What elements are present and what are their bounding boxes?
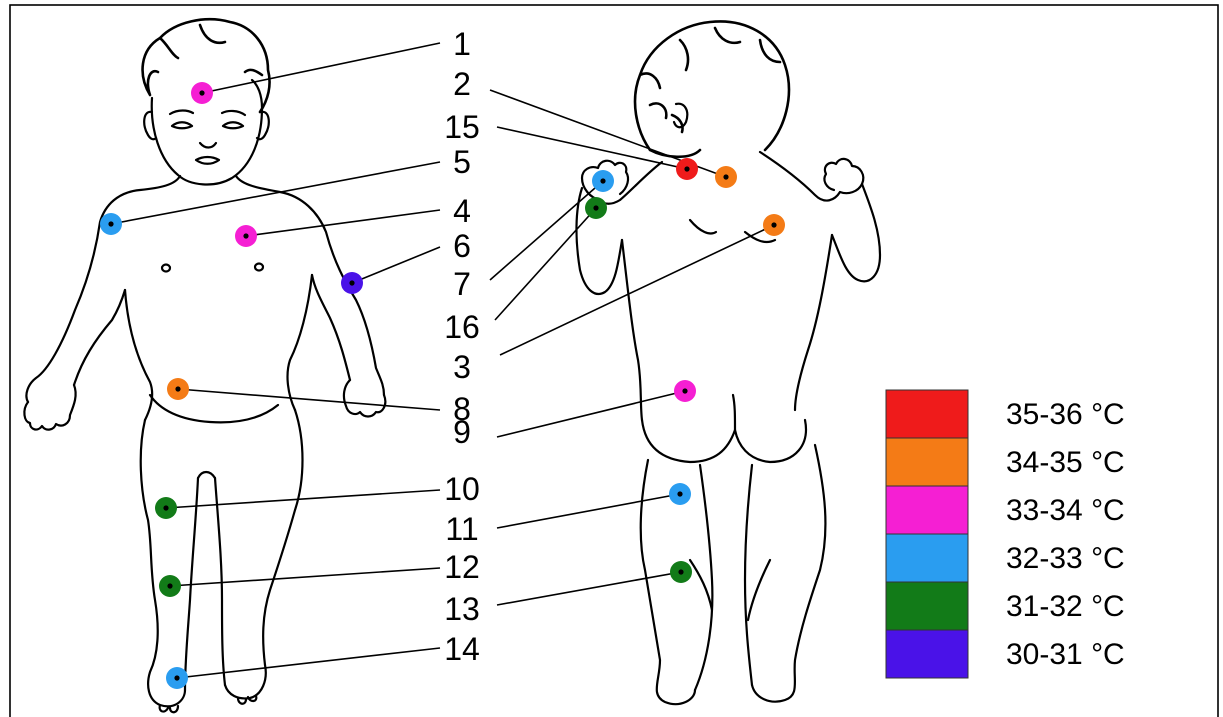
leader-line-11 [497, 494, 680, 528]
back-view-figure [576, 21, 880, 704]
legend-swatch-1 [886, 438, 968, 486]
legend-swatch-0 [886, 390, 968, 438]
leader-line-15 [497, 127, 687, 169]
measurement-point-center-6 [349, 280, 354, 285]
legend-label-5: 30-31 °C [1006, 638, 1125, 671]
measurement-point-center-8 [175, 386, 180, 391]
measurement-points [100, 82, 785, 689]
temperature-legend: 35-36 °C 34-35 °C 33-34 °C 32-33 °C 31-32 °C… [886, 390, 1125, 678]
leader-line-4 [246, 210, 440, 236]
leader-line-3 [500, 225, 774, 355]
measurement-point-center-14 [174, 675, 179, 680]
measurement-point-center-5 [108, 221, 113, 226]
legend-label-2: 33-34 °C [1006, 494, 1125, 527]
leader-line-13 [497, 572, 681, 605]
measurement-point-center-13 [678, 569, 683, 574]
leader-line-1 [202, 43, 440, 93]
leader-line-12 [170, 568, 440, 586]
point-label-12: 12 [444, 549, 480, 585]
leader-line-10 [166, 490, 440, 508]
point-label-1: 1 [453, 26, 471, 62]
leader-line-6 [352, 247, 440, 283]
legend-swatch-5 [886, 630, 968, 678]
measurement-point-center-15 [684, 166, 689, 171]
legend-label-1: 34-35 °C [1006, 446, 1125, 479]
point-label-15: 15 [444, 109, 480, 145]
leader-line-8 [178, 389, 440, 410]
legend-swatch-3 [886, 534, 968, 582]
point-label-6: 6 [453, 228, 471, 264]
point-label-4: 4 [453, 193, 471, 229]
point-label-10: 10 [444, 471, 480, 507]
leader-line-9 [497, 391, 685, 437]
front-view-figure [24, 19, 385, 712]
measurement-point-center-1 [199, 90, 204, 95]
legend-swatch-4 [886, 582, 968, 630]
measurement-point-center-2 [723, 174, 728, 179]
measurement-point-center-4 [243, 233, 248, 238]
leader-line-5 [111, 162, 440, 224]
measurement-point-center-10 [163, 505, 168, 510]
legend-swatch-2 [886, 486, 968, 534]
leader-line-7 [490, 181, 603, 280]
point-label-3: 3 [453, 349, 471, 385]
point-label-5: 5 [453, 144, 471, 180]
leader-line-14 [177, 648, 440, 678]
point-label-13: 13 [444, 591, 480, 627]
legend-label-4: 31-32 °C [1006, 590, 1125, 623]
measurement-point-center-12 [167, 583, 172, 588]
point-label-9: 9 [453, 414, 471, 450]
leader-lines [111, 43, 774, 678]
legend-label-3: 32-33 °C [1006, 542, 1125, 575]
point-label-2: 2 [453, 66, 471, 102]
measurement-point-center-3 [771, 222, 776, 227]
point-label-16: 16 [444, 309, 480, 345]
point-label-7: 7 [453, 266, 471, 302]
measurement-point-center-16 [593, 205, 598, 210]
point-label-11: 11 [445, 511, 478, 547]
measurement-point-center-7 [600, 178, 605, 183]
leader-line-16 [495, 208, 596, 320]
legend-label-0: 35-36 °C [1006, 398, 1125, 431]
point-label-14: 14 [444, 631, 480, 667]
measurement-point-center-11 [677, 491, 682, 496]
measurement-point-center-9 [682, 388, 687, 393]
